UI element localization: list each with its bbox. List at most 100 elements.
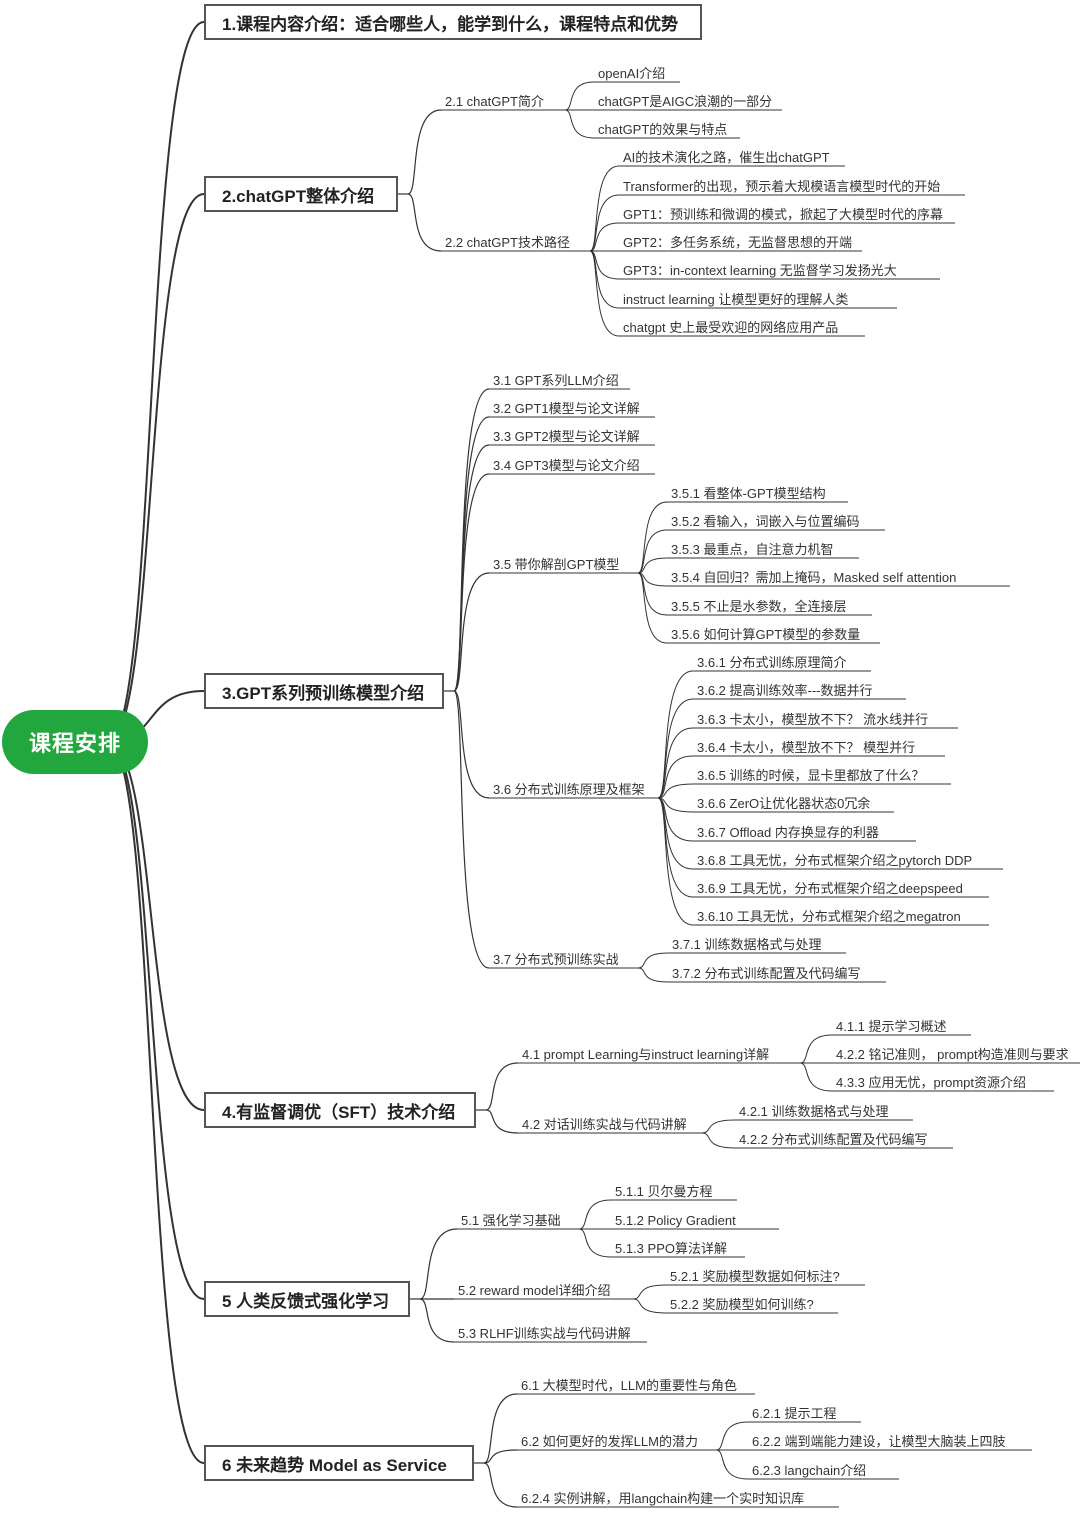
leaf-4-3-3[interactable]: 4.3.3 应用无忧，prompt资源介绍 [836, 1075, 1026, 1090]
branch-3-3-gpt2[interactable]: 3.3 GPT2模型与论文详解 [493, 429, 640, 444]
leaf-4-2-2[interactable]: 4.2.2 分布式训练配置及代码编写 [739, 1132, 928, 1147]
connector-line [107, 741, 205, 1300]
connector-line [657, 797, 694, 926]
connector-line [589, 165, 620, 252]
leaf-5-2-1[interactable]: 5.2.1 奖励模型数据如何标注? [670, 1269, 840, 1284]
connector-line [483, 1449, 518, 1464]
leaf-ai-chatgpt[interactable]: AI的技术演化之路，催生出chatGPT [623, 150, 830, 165]
leaf-3-6-6[interactable]: 3.6.6 ZerO让优化器状态0冗余 [697, 796, 871, 811]
leaf-3-6-2[interactable]: 3.6.2 提高训练效率---数据并行 [697, 683, 873, 698]
leaf-3-5-3[interactable]: 3.5.3 最重点，自注意力机智 [671, 542, 834, 557]
branch-4-1-prompt-learning-instruct-learning[interactable]: 4.1 prompt Learning与instruct learning详解 [522, 1047, 770, 1062]
leaf-5-2-2[interactable]: 5.2.2 奖励模型如何训练? [670, 1297, 814, 1312]
section-node-4[interactable]: 4.有监督调优（SFT）技术介绍 [204, 1092, 476, 1128]
connector-line [637, 529, 668, 574]
connector-line [589, 250, 620, 337]
leaf-3-5-5[interactable]: 3.5.5 不止是水参数，全连接层 [671, 599, 847, 614]
leaf-3-5-6[interactable]: 3.5.6 如何计算GPT模型的参数量 [671, 627, 861, 642]
connector-line [564, 109, 595, 139]
branch-3-1-gpt-llm[interactable]: 3.1 GPT系列LLM介绍 [493, 373, 619, 388]
leaf-3-6-8[interactable]: 3.6.8 工具无忧，分布式框架介绍之pytorch DDP [697, 853, 973, 868]
connector-line [107, 21, 205, 743]
connector-line [564, 81, 595, 111]
connector-line [632, 1298, 667, 1314]
leaf-5-1-2[interactable]: 5.1.2 Policy Gradient [615, 1213, 736, 1228]
branch-2-2-chatgpt[interactable]: 2.2 chatGPT技术路径 [445, 235, 570, 250]
leaf-3-5-2[interactable]: 3.5.2 看输入，词嵌入与位置编码 [671, 514, 860, 529]
branch-6-2-4-langchain[interactable]: 6.2.4 实例讲解，用langchain构建一个实时知识库 [521, 1491, 805, 1506]
leaf-6-2-1[interactable]: 6.2.1 提示工程 [752, 1406, 837, 1421]
section-node-3[interactable]: 3.GPT系列预训练模型介绍 [204, 673, 444, 709]
connector-line [453, 473, 490, 692]
leaf-3-7-1[interactable]: 3.7.1 训练数据格式与处理 [672, 937, 822, 952]
branch-3-5-gpt[interactable]: 3.5 带你解剖GPT模型 [493, 557, 620, 572]
branch-3-6[interactable]: 3.6 分布式训练原理及框架 [493, 782, 645, 797]
leaf-6-2-2[interactable]: 6.2.2 端到端能力建设，让模型大脑装上四肢 [752, 1434, 1006, 1449]
section-node-2[interactable]: 2.chatGPT整体介绍 [204, 176, 398, 212]
leaf-3-6-1[interactable]: 3.6.1 分布式训练原理简介 [697, 655, 847, 670]
connector-line [485, 1109, 519, 1134]
connector-line [637, 557, 668, 574]
branch-4-2[interactable]: 4.2 对话训练实战与代码讲解 [522, 1117, 687, 1132]
leaf-chatgpt-aigc[interactable]: chatGPT是AIGC浪潮的一部分 [598, 94, 773, 109]
leaf-transformer[interactable]: Transformer的出现，预示着大规模语言模型时代的开始 [623, 179, 941, 194]
connector-line [799, 1062, 833, 1092]
leaf-chatgpt[interactable]: chatgpt 史上最受欢迎的网络应用产品 [623, 320, 839, 335]
leaf-openai[interactable]: openAI介绍 [598, 66, 666, 81]
connector-line [107, 741, 205, 1464]
connector-line [107, 193, 205, 743]
connector-line [632, 1284, 667, 1300]
connector-line [637, 952, 669, 969]
leaf-gpt3-in-context[interactable]: GPT3：in-context learning 无监督学习发扬光大 [623, 263, 897, 278]
leaf-3-6-4[interactable]: 3.6.4 卡太小，模型放不下？ 模型并行 [697, 740, 916, 755]
leaf-3-5-4[interactable]: 3.5.4 自回归？需加上掩码，Masked self attention [671, 570, 957, 585]
leaf-4-2-2[interactable]: 4.2.2 铭记准则， prompt构造准则与要求 [836, 1047, 1069, 1062]
leaf-5-1-1[interactable]: 5.1.1 贝尔曼方程 [615, 1184, 713, 1199]
connector-line [407, 109, 442, 195]
connector-line [637, 572, 668, 644]
branch-5-1[interactable]: 5.1 强化学习基础 [461, 1213, 561, 1228]
connector-line [637, 501, 668, 574]
leaf-3-5-1[interactable]: 3.5.1 看整体-GPT模型结构 [671, 486, 826, 501]
branch-6-2-llm[interactable]: 6.2 如何更好的发挥LLM的潜力 [521, 1434, 698, 1449]
connector-line [485, 1062, 519, 1111]
branch-3-4-gpt3[interactable]: 3.4 GPT3模型与论文介绍 [493, 458, 640, 473]
leaf-3-6-5[interactable]: 3.6.5 训练的时候，显卡里都放了什么？ [697, 768, 925, 783]
connector-line [483, 1393, 518, 1464]
section-node-1[interactable]: 1.课程内容介绍：适合哪些人，能学到什么，课程特点和优势 [204, 4, 702, 40]
section-node-5[interactable]: 5 人类反馈式强化学习 [204, 1281, 410, 1317]
branch-3-2-gpt1[interactable]: 3.2 GPT1模型与论文详解 [493, 401, 640, 416]
leaf-5-1-3[interactable]: 5.1.3 PPO算法详解 [615, 1241, 727, 1256]
connector-line [701, 1132, 736, 1149]
leaf-instruct[interactable]: instruct learning 让模型更好的理解人类 [623, 292, 849, 307]
leaf-chatgpt[interactable]: chatGPT的效果与特点 [598, 122, 728, 137]
root-node[interactable]: 课程安排 [2, 710, 148, 774]
branch-5-3-rlhf[interactable]: 5.3 RLHF训练实战与代码讲解 [458, 1326, 631, 1341]
connector-line [637, 967, 669, 983]
connector-line [589, 194, 620, 252]
leaf-3-6-3[interactable]: 3.6.3 卡太小，模型放不下？ 流水线并行 [697, 712, 929, 727]
leaf-3-7-2[interactable]: 3.7.2 分布式训练配置及代码编写 [672, 966, 861, 981]
leaf-6-2-3[interactable]: 6.2.3 langchain介绍 [752, 1463, 867, 1478]
branch-2-1-chatgpt[interactable]: 2.1 chatGPT简介 [445, 94, 544, 109]
leaf-3-6-10[interactable]: 3.6.10 工具无忧，分布式框架介绍之megatron [697, 909, 961, 924]
branch-3-7[interactable]: 3.7 分布式预训练实战 [493, 952, 619, 967]
leaf-3-6-9[interactable]: 3.6.9 工具无忧，分布式框架介绍之deepspeed [697, 881, 963, 896]
connector-line [453, 572, 490, 692]
leaf-gpt1[interactable]: GPT1：预训练和微调的模式，掀起了大模型时代的序幕 [623, 207, 943, 222]
leaf-3-6-7[interactable]: 3.6.7 Offload 内存换显存的利器 [697, 825, 879, 840]
branch-6-1-llm[interactable]: 6.1 大模型时代，LLM的重要性与角色 [521, 1378, 737, 1393]
connector-line [578, 1199, 612, 1230]
branch-5-2-reward-model[interactable]: 5.2 reward model详细介绍 [458, 1283, 611, 1298]
section-node-6[interactable]: 6 未来趋势 Model as Service [204, 1445, 474, 1481]
connector-line [589, 222, 620, 252]
connector-line [483, 1462, 518, 1508]
connector-line [453, 690, 490, 969]
connector-line [657, 783, 694, 799]
leaf-4-1-1[interactable]: 4.1.1 提示学习概述 [836, 1019, 947, 1034]
connector-line [799, 1034, 833, 1064]
connector-line [419, 1228, 458, 1300]
leaf-gpt2[interactable]: GPT2：多任务系统，无监督思想的开端 [623, 235, 852, 250]
leaf-4-2-1[interactable]: 4.2.1 训练数据格式与处理 [739, 1104, 889, 1119]
